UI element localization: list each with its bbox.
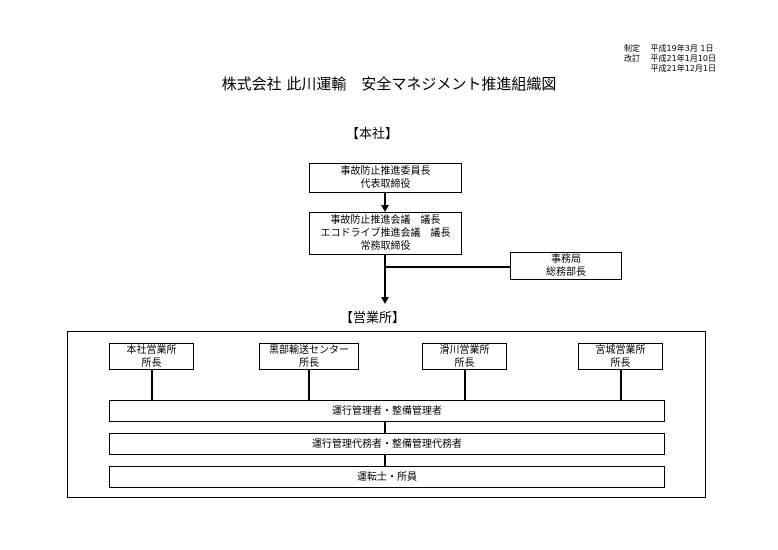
office-name: 黒部輸送センター xyxy=(269,344,349,356)
revision-row: 改訂 平成21年1月10日 xyxy=(624,54,716,64)
meeting-chair-role: 常務取締役 xyxy=(360,241,411,252)
revision-date: 平成21年12月1日 xyxy=(650,64,716,73)
connector-line xyxy=(384,455,386,466)
connector-line xyxy=(384,193,386,206)
committee-chair-box: 事故防止推進委員長 代表取締役 xyxy=(309,163,462,193)
office-name: 滑川営業所 xyxy=(439,344,490,356)
office-name: 本社営業所 xyxy=(126,344,177,356)
arrow-down-icon xyxy=(381,297,389,304)
deputies-bar: 運行管理代務者・整備管理代務者 xyxy=(109,433,665,455)
revision-date: 平成19年3月 1日 xyxy=(650,44,714,53)
staff-bar: 運転士・所員 xyxy=(109,466,665,488)
connector-line xyxy=(464,370,466,400)
office-box: 黒部輸送センター 所長 xyxy=(259,343,359,370)
office-role: 所長 xyxy=(299,357,319,369)
arrow-down-icon xyxy=(381,205,389,212)
connector-line xyxy=(620,370,622,400)
office-name: 宮城営業所 xyxy=(595,344,646,356)
committee-chair-title: 事故防止推進委員長 xyxy=(340,166,431,177)
meeting-chair-title: 事故防止推進会議 議長 xyxy=(330,215,441,226)
connector-line xyxy=(384,255,386,298)
office-role: 所長 xyxy=(454,357,475,369)
managers-label: 運行管理者・整備管理者 xyxy=(332,405,442,417)
revision-label: 改訂 xyxy=(624,54,640,63)
offices-frame xyxy=(67,331,706,498)
office-box: 宮城営業所 所長 xyxy=(578,343,663,370)
meeting-chair-box: 事故防止推進会議 議長 エコドライブ推進会議 議長 常務取締役 xyxy=(309,212,462,255)
office-box: 滑川営業所 所長 xyxy=(422,343,507,370)
office-role: 所長 xyxy=(610,357,631,369)
page-title: 株式会社 此川運輸 安全マネジメント推進組織図 xyxy=(221,75,557,93)
secretariat-box: 事務局 総務部長 xyxy=(510,252,622,280)
revision-row: 平成21年12月1日 xyxy=(624,64,716,74)
connector-line xyxy=(384,422,386,433)
deputies-label: 運行管理代務者・整備管理代務者 xyxy=(312,438,462,450)
committee-chair-role: 代表取締役 xyxy=(360,179,411,190)
revision-date: 平成21年1月10日 xyxy=(650,54,716,63)
office-role: 所長 xyxy=(141,357,162,369)
secretariat-title: 事務局 xyxy=(551,254,581,265)
connector-line xyxy=(151,370,153,400)
revision-block: 制定 平成19年3月 1日 改訂 平成21年1月10日 平成21年12月1日 xyxy=(624,44,716,74)
staff-label: 運転士・所員 xyxy=(357,471,417,483)
eco-drive-chair-title: エコドライブ推進会議 議長 xyxy=(320,228,451,239)
connector-line xyxy=(385,266,510,268)
offices-label: 【営業所】 xyxy=(340,311,406,326)
revision-label: 制定 xyxy=(624,44,640,53)
headquarters-label: 【本社】 xyxy=(346,127,399,142)
managers-bar: 運行管理者・整備管理者 xyxy=(109,400,665,422)
secretariat-role: 総務部長 xyxy=(546,267,586,278)
revision-row: 制定 平成19年3月 1日 xyxy=(624,44,716,54)
connector-line xyxy=(308,370,310,400)
office-box: 本社営業所 所長 xyxy=(109,343,194,370)
